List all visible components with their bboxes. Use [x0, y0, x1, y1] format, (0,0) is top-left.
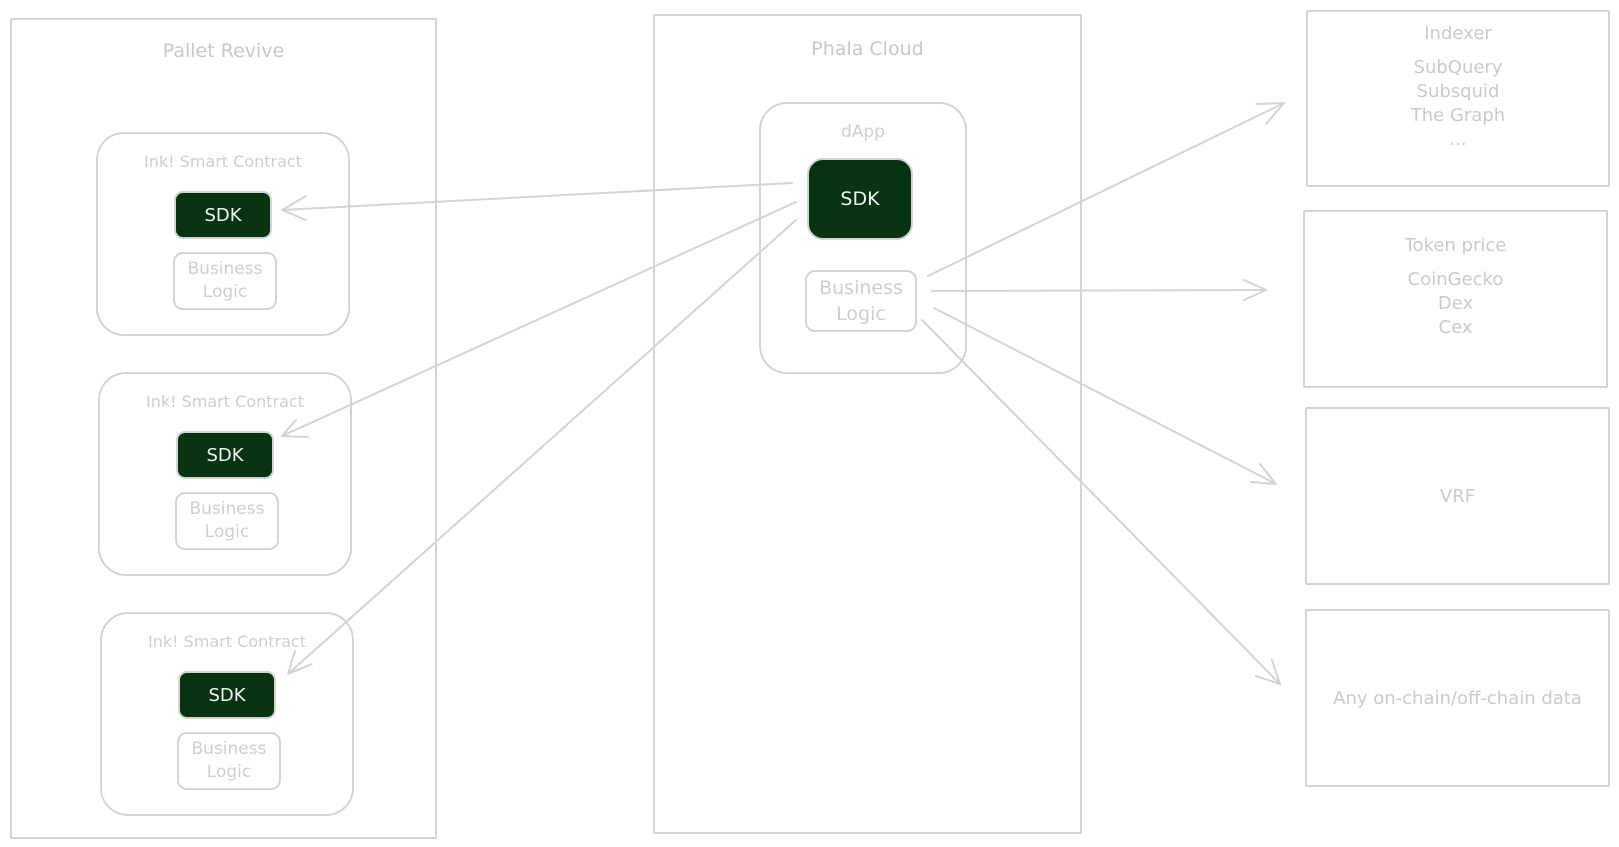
logic-line-2: Logic: [202, 282, 248, 302]
pallet-revive-panel: Pallet Revive Ink! Smart Contract SDK Bu…: [10, 18, 437, 839]
contract-sdk-block: SDK: [174, 191, 272, 239]
contract-sdk-block: SDK: [178, 671, 276, 719]
ink-contract-card-3: Ink! Smart Contract SDK Business Logic: [100, 612, 354, 816]
dapp-title: dApp: [840, 122, 885, 142]
logic-line-1: Business: [191, 739, 267, 759]
contract-sdk-block: SDK: [176, 431, 274, 479]
dapp-card: dApp SDK Business Logic: [759, 102, 967, 374]
indexer-source-panel: Indexer SubQuery Subsquid The Graph ...: [1306, 10, 1610, 187]
logic-line-1: Business: [187, 259, 263, 279]
source-item: Subsquid: [1416, 81, 1500, 102]
logic-line-2: Logic: [206, 762, 252, 782]
contract-business-logic: Business Logic: [173, 252, 277, 310]
contract-business-logic: Business Logic: [177, 732, 281, 790]
token-price-source-panel: Token price CoinGecko Dex Cex: [1303, 210, 1608, 388]
source-title: VRF: [1439, 486, 1476, 507]
source-item: Dex: [1437, 293, 1474, 314]
vrf-source-panel: VRF: [1305, 407, 1610, 585]
phala-cloud-title: Phala Cloud: [811, 38, 924, 60]
ink-contract-title: Ink! Smart Contract: [146, 392, 304, 411]
ink-contract-card-2: Ink! Smart Contract SDK Business Logic: [98, 372, 352, 576]
logic-line-1: Business: [189, 499, 265, 519]
pallet-revive-title: Pallet Revive: [162, 40, 285, 62]
contract-business-logic: Business Logic: [175, 492, 279, 550]
source-title: Token price: [1404, 235, 1507, 256]
arrowhead-vrf: [1250, 463, 1277, 485]
source-item: CoinGecko: [1407, 269, 1504, 290]
source-title: Any on-chain/off-chain data: [1333, 688, 1582, 709]
ink-contract-title: Ink! Smart Contract: [148, 632, 306, 651]
source-item: Cex: [1438, 317, 1473, 338]
ink-contract-title: Ink! Smart Contract: [144, 152, 302, 171]
source-item: SubQuery: [1413, 57, 1503, 78]
dapp-business-logic: Business Logic: [805, 270, 917, 332]
source-item: The Graph: [1410, 105, 1506, 126]
arrowhead-token-price: [1243, 279, 1267, 301]
any-data-source-panel: Any on-chain/off-chain data: [1305, 609, 1610, 787]
logic-line-2: Logic: [836, 303, 886, 325]
logic-line-1: Business: [819, 277, 903, 299]
source-title: Indexer: [1424, 23, 1492, 44]
phala-cloud-panel: Phala Cloud dApp SDK Business Logic: [653, 14, 1082, 834]
source-item: ...: [1449, 129, 1467, 150]
arrowhead-any-data: [1255, 659, 1281, 685]
ink-contract-card-1: Ink! Smart Contract SDK Business Logic: [96, 132, 350, 336]
dapp-sdk-block: SDK: [807, 158, 913, 240]
logic-line-2: Logic: [204, 522, 250, 542]
arrowhead-indexer: [1255, 102, 1285, 125]
